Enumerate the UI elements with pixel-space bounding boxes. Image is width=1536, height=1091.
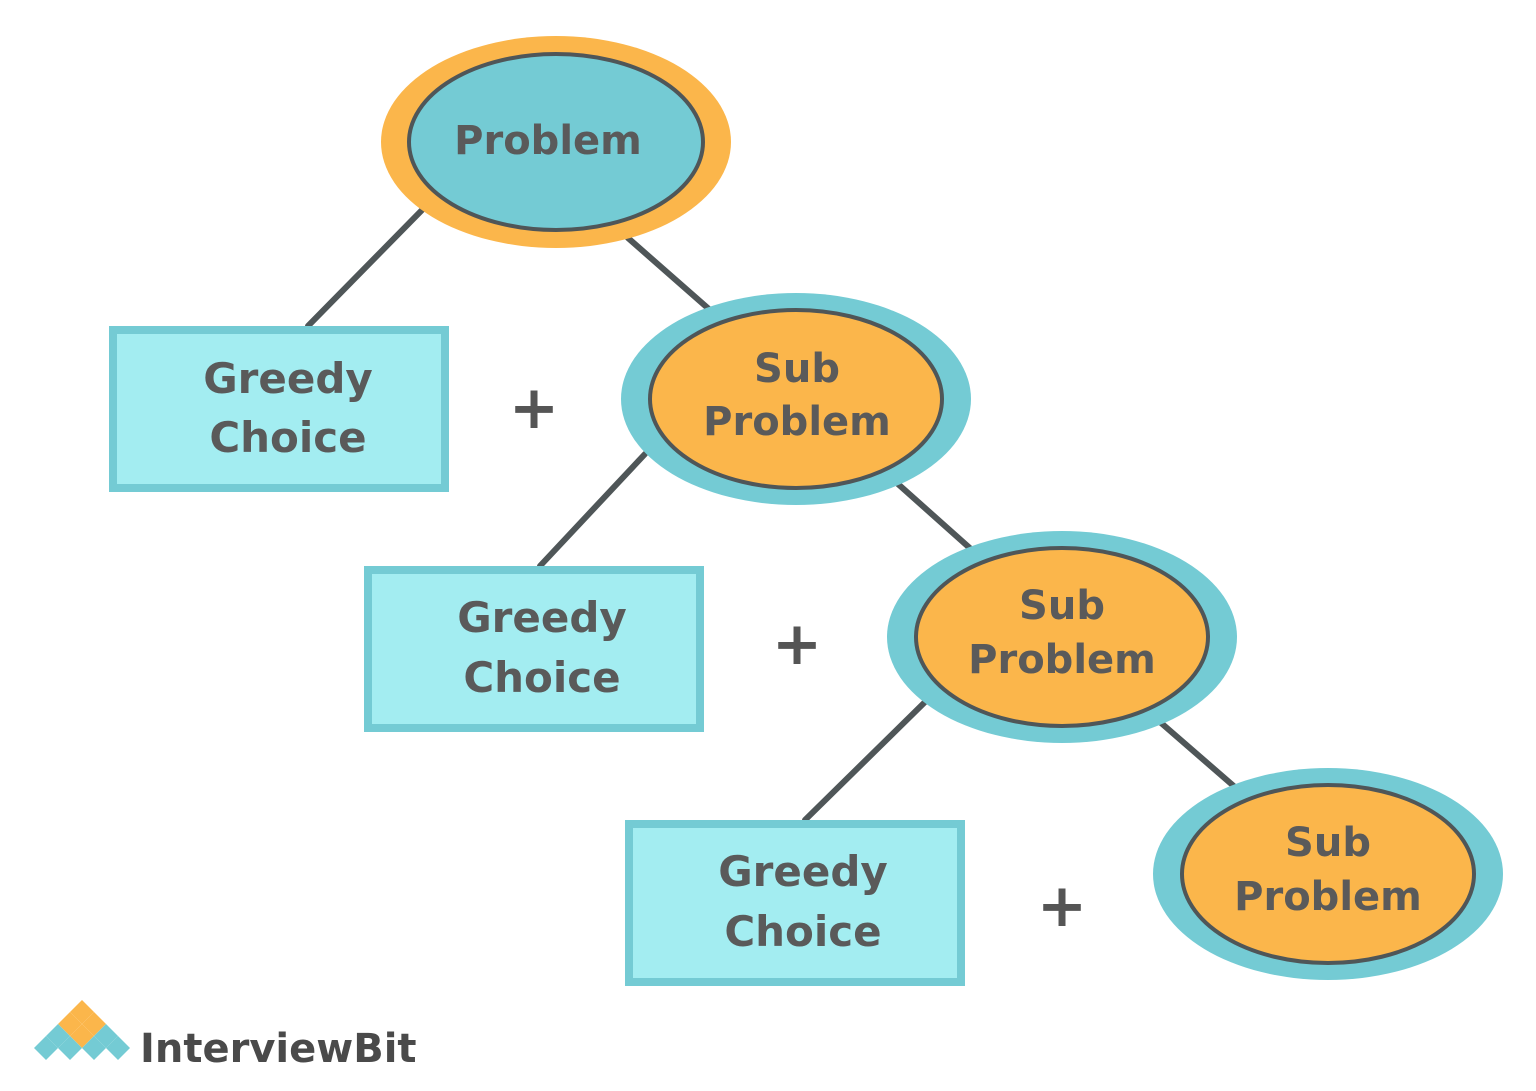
edge-root-sub1 bbox=[625, 235, 713, 313]
edge-sub2-sub3 bbox=[1157, 719, 1239, 791]
sub-problem-3-line1: Sub bbox=[1285, 820, 1371, 866]
edge-root-greedy1 bbox=[305, 205, 427, 329]
root-problem-label: Problem bbox=[454, 118, 642, 164]
sub-problem-1-line1: Sub bbox=[754, 346, 840, 392]
edge-sub1-sub2 bbox=[895, 481, 975, 553]
edge-sub1-greedy2 bbox=[537, 451, 648, 569]
plus-operator-2: + bbox=[772, 609, 822, 679]
greedy-choice-1-line2: Choice bbox=[209, 413, 366, 462]
connectors bbox=[305, 205, 1239, 823]
greedy-choice-2-line2: Choice bbox=[463, 653, 620, 702]
sub-problem-3-line2: Problem bbox=[1234, 874, 1422, 920]
greedy-choice-1-line1: Greedy bbox=[203, 354, 373, 403]
sub-problem-node-2: Sub Problem bbox=[887, 531, 1237, 743]
greedy-choice-box-1: Greedy Choice bbox=[109, 326, 449, 492]
sub-problem-2-line2: Problem bbox=[968, 637, 1156, 683]
greedy-choice-2-line1: Greedy bbox=[457, 593, 627, 642]
sub-problem-1-line2: Problem bbox=[703, 399, 891, 445]
sub-problem-node-1: Sub Problem bbox=[621, 293, 971, 505]
interviewbit-logo-icon bbox=[34, 1000, 130, 1060]
greedy-choice-3-line1: Greedy bbox=[718, 847, 888, 896]
greedy-choice-3-line2: Choice bbox=[724, 907, 881, 956]
sub-problem-2-line1: Sub bbox=[1019, 583, 1105, 629]
root-problem-node: Problem bbox=[381, 36, 731, 248]
greedy-choice-box-2: Greedy Choice bbox=[364, 566, 704, 732]
greedy-choice-box-3: Greedy Choice bbox=[625, 820, 965, 986]
edge-sub2-greedy3 bbox=[802, 699, 928, 823]
plus-operator-1: + bbox=[509, 373, 559, 443]
interviewbit-logo: InterviewBit bbox=[34, 1000, 417, 1072]
plus-operator-3: + bbox=[1037, 871, 1087, 941]
interviewbit-logo-text: InterviewBit bbox=[140, 1026, 417, 1072]
sub-problem-node-3: Sub Problem bbox=[1153, 768, 1503, 980]
